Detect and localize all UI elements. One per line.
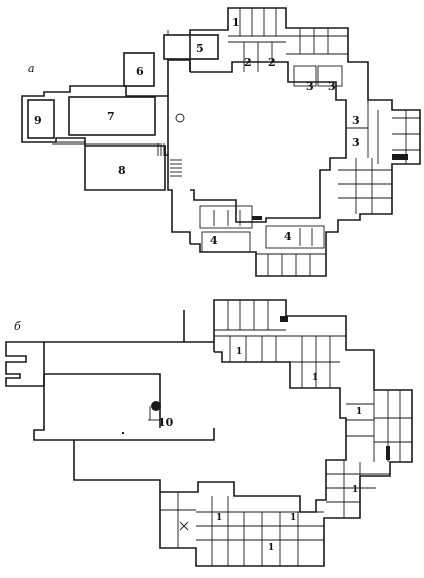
plan-b-south-block <box>160 492 324 566</box>
room-label: 8 <box>118 164 126 177</box>
room-7-outline <box>68 96 156 136</box>
plan-a: а <box>21 7 421 277</box>
plan-b-east-block <box>346 390 412 462</box>
plan-a-courtyard-outer <box>189 7 421 277</box>
stair-hatch <box>157 143 182 177</box>
room-label: 7 <box>107 110 115 123</box>
plan-a-top-block <box>228 8 348 87</box>
plan-a-west-corridor <box>167 155 191 244</box>
room-label: 1 <box>312 373 318 383</box>
column-marker <box>151 401 161 411</box>
plan-a-south-block <box>199 205 326 276</box>
room-8-outline <box>84 146 166 191</box>
plan-b-top-block <box>214 300 346 388</box>
room-label: 2 <box>268 56 276 69</box>
room-6-outline <box>123 52 155 87</box>
column <box>122 432 124 434</box>
room-label: 9 <box>34 114 42 127</box>
room-label: 1 <box>232 16 240 29</box>
column-marker <box>175 113 185 123</box>
room-label: 4 <box>284 230 292 243</box>
plan-a-courtyard-inner <box>190 61 347 223</box>
plan-b-courtyard-inner <box>160 351 347 513</box>
plan-b-central-hall <box>33 341 215 441</box>
plan-a-east-block <box>346 100 420 164</box>
plan-b-left-wing-outline <box>5 341 45 387</box>
room-label: 1 <box>236 347 242 357</box>
room-label: 6 <box>136 65 144 78</box>
plan-b-lower-hall <box>73 440 161 492</box>
room-label: 3 <box>352 114 360 127</box>
plan-a-connector <box>167 59 191 96</box>
room-label: 3 <box>328 80 336 93</box>
room-label: 1 <box>216 513 222 523</box>
room-label: 10 <box>158 416 174 429</box>
plan-b-label: б <box>14 320 21 333</box>
room-label: 3 <box>352 136 360 149</box>
room-label: 2 <box>244 56 252 69</box>
room-label: 4 <box>210 234 218 247</box>
room-label: 1 <box>268 543 274 553</box>
room-label: 5 <box>196 42 204 55</box>
room-label: 1 <box>356 407 362 417</box>
room-label: 3 <box>306 80 314 93</box>
plan-a-southeast-block <box>338 158 392 214</box>
room-label: 1 <box>352 485 358 495</box>
plan-b-courtyard-outer <box>159 299 413 567</box>
room-5-outline <box>163 34 219 60</box>
plan-b: б <box>5 299 413 567</box>
room-label: 1 <box>290 513 296 523</box>
plan-b-southeast-block <box>326 460 390 518</box>
room-9-outline <box>27 99 55 139</box>
plan-a-label: а <box>28 62 35 75</box>
